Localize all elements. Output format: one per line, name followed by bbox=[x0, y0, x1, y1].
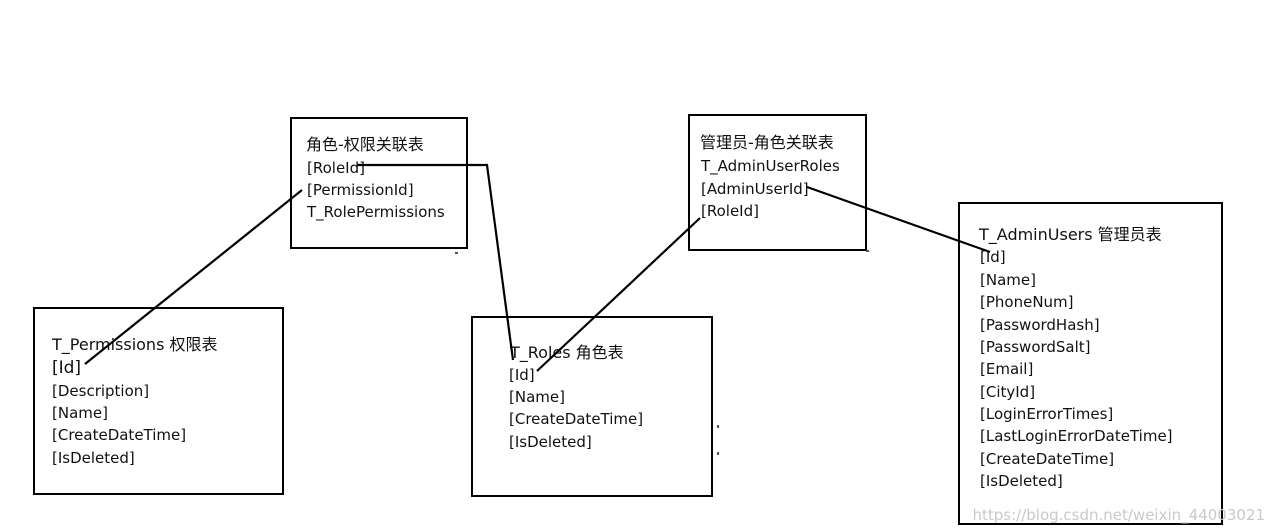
admin-users-field: [LoginErrorTimes] bbox=[980, 405, 1114, 423]
admin-user-roles-field: [RoleId] bbox=[701, 202, 759, 220]
permissions-field: [Description] bbox=[52, 382, 150, 400]
role-permissions-title: 角色-权限关联表 bbox=[306, 135, 424, 154]
stray-mark bbox=[717, 425, 719, 428]
role-permissions-table: 角色-权限关联表 [RoleId] [PermissionId] T_RoleP… bbox=[290, 117, 468, 249]
stray-mark bbox=[866, 250, 869, 252]
admin-user-roles-field: T_AdminUserRoles bbox=[701, 157, 840, 175]
role-permissions-field: T_RolePermissions bbox=[307, 203, 445, 221]
admin-users-table: T_AdminUsers 管理员表 [Id] [Name] [PhoneNum]… bbox=[958, 202, 1223, 525]
permissions-table: T_Permissions 权限表 [Id] [Description] [Na… bbox=[33, 307, 284, 495]
admin-users-field: [PasswordSalt] bbox=[980, 338, 1091, 356]
role-permissions-field: [RoleId] bbox=[307, 159, 365, 177]
admin-user-roles-field: [AdminUserId] bbox=[701, 180, 809, 198]
roles-field: [IsDeleted] bbox=[509, 433, 592, 451]
stray-mark bbox=[455, 252, 458, 254]
permissions-field: [IsDeleted] bbox=[52, 449, 135, 467]
admin-users-title: T_AdminUsers 管理员表 bbox=[979, 225, 1162, 244]
admin-user-roles-title: 管理员-角色关联表 bbox=[700, 133, 834, 152]
stray-mark bbox=[717, 452, 719, 455]
admin-users-field: [Id] bbox=[980, 248, 1006, 266]
permissions-field: [CreateDateTime] bbox=[52, 426, 187, 444]
admin-users-field: [CreateDateTime] bbox=[980, 450, 1115, 468]
admin-users-field: [LastLoginErrorDateTime] bbox=[980, 427, 1173, 445]
roles-field: [Name] bbox=[509, 388, 565, 406]
roles-table: T_Roles 角色表 [Id] [Name] [CreateDateTime]… bbox=[471, 316, 713, 497]
admin-users-field: [PhoneNum] bbox=[980, 293, 1074, 311]
admin-users-field: [PasswordHash] bbox=[980, 316, 1100, 334]
watermark: https://blog.csdn.net/weixin_44003021 bbox=[972, 506, 1265, 524]
admin-users-field: [CityId] bbox=[980, 383, 1036, 401]
permissions-field: [Id] bbox=[52, 358, 82, 378]
roles-field: [CreateDateTime] bbox=[509, 410, 644, 428]
permissions-field: [Name] bbox=[52, 404, 108, 422]
permissions-title: T_Permissions 权限表 bbox=[52, 335, 218, 354]
admin-users-field: [Name] bbox=[980, 271, 1036, 289]
roles-title: T_Roles 角色表 bbox=[510, 343, 624, 362]
admin-users-field: [Email] bbox=[980, 360, 1034, 378]
admin-users-field: [IsDeleted] bbox=[980, 472, 1063, 490]
admin-user-roles-table: 管理员-角色关联表 T_AdminUserRoles [AdminUserId]… bbox=[688, 114, 867, 251]
roles-field: [Id] bbox=[509, 366, 535, 384]
role-permissions-field: [PermissionId] bbox=[307, 181, 414, 199]
